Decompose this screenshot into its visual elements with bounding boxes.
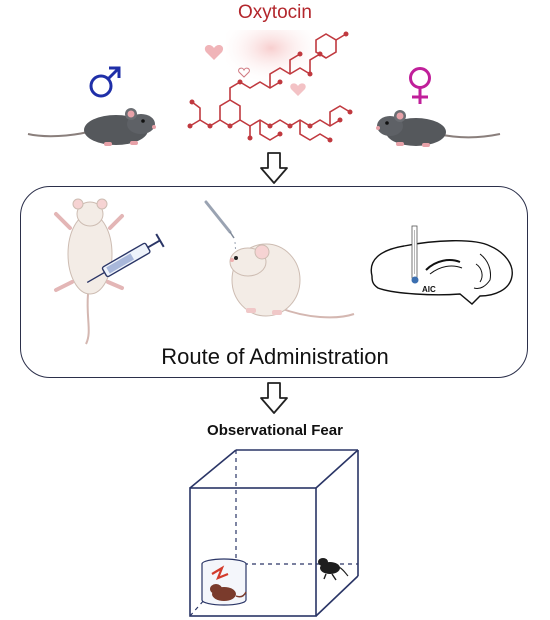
male-mouse-icon xyxy=(27,108,156,146)
down-arrow-icon xyxy=(260,382,288,414)
observational-fear-title: Observational Fear xyxy=(207,422,343,439)
observer-mouse-icon xyxy=(318,558,349,581)
route-of-administration-label: Route of Administration xyxy=(161,344,389,369)
female-mouse-icon xyxy=(376,110,501,147)
intranasal-dropper-icon xyxy=(204,200,355,319)
brain-cannula-icon: AIC xyxy=(370,225,513,305)
oxytocin-molecule-icon xyxy=(187,30,353,143)
syringe-injection-icon xyxy=(54,198,165,345)
down-arrow-icon xyxy=(260,152,288,184)
demonstrator-cylinder xyxy=(201,558,247,606)
male-symbol-icon xyxy=(89,66,121,98)
observational-fear-box xyxy=(189,449,359,617)
female-symbol-icon xyxy=(409,67,431,104)
oxytocin-title: Oxytocin xyxy=(238,2,312,23)
route-panel xyxy=(20,186,528,378)
aic-label: AIC xyxy=(422,285,436,294)
